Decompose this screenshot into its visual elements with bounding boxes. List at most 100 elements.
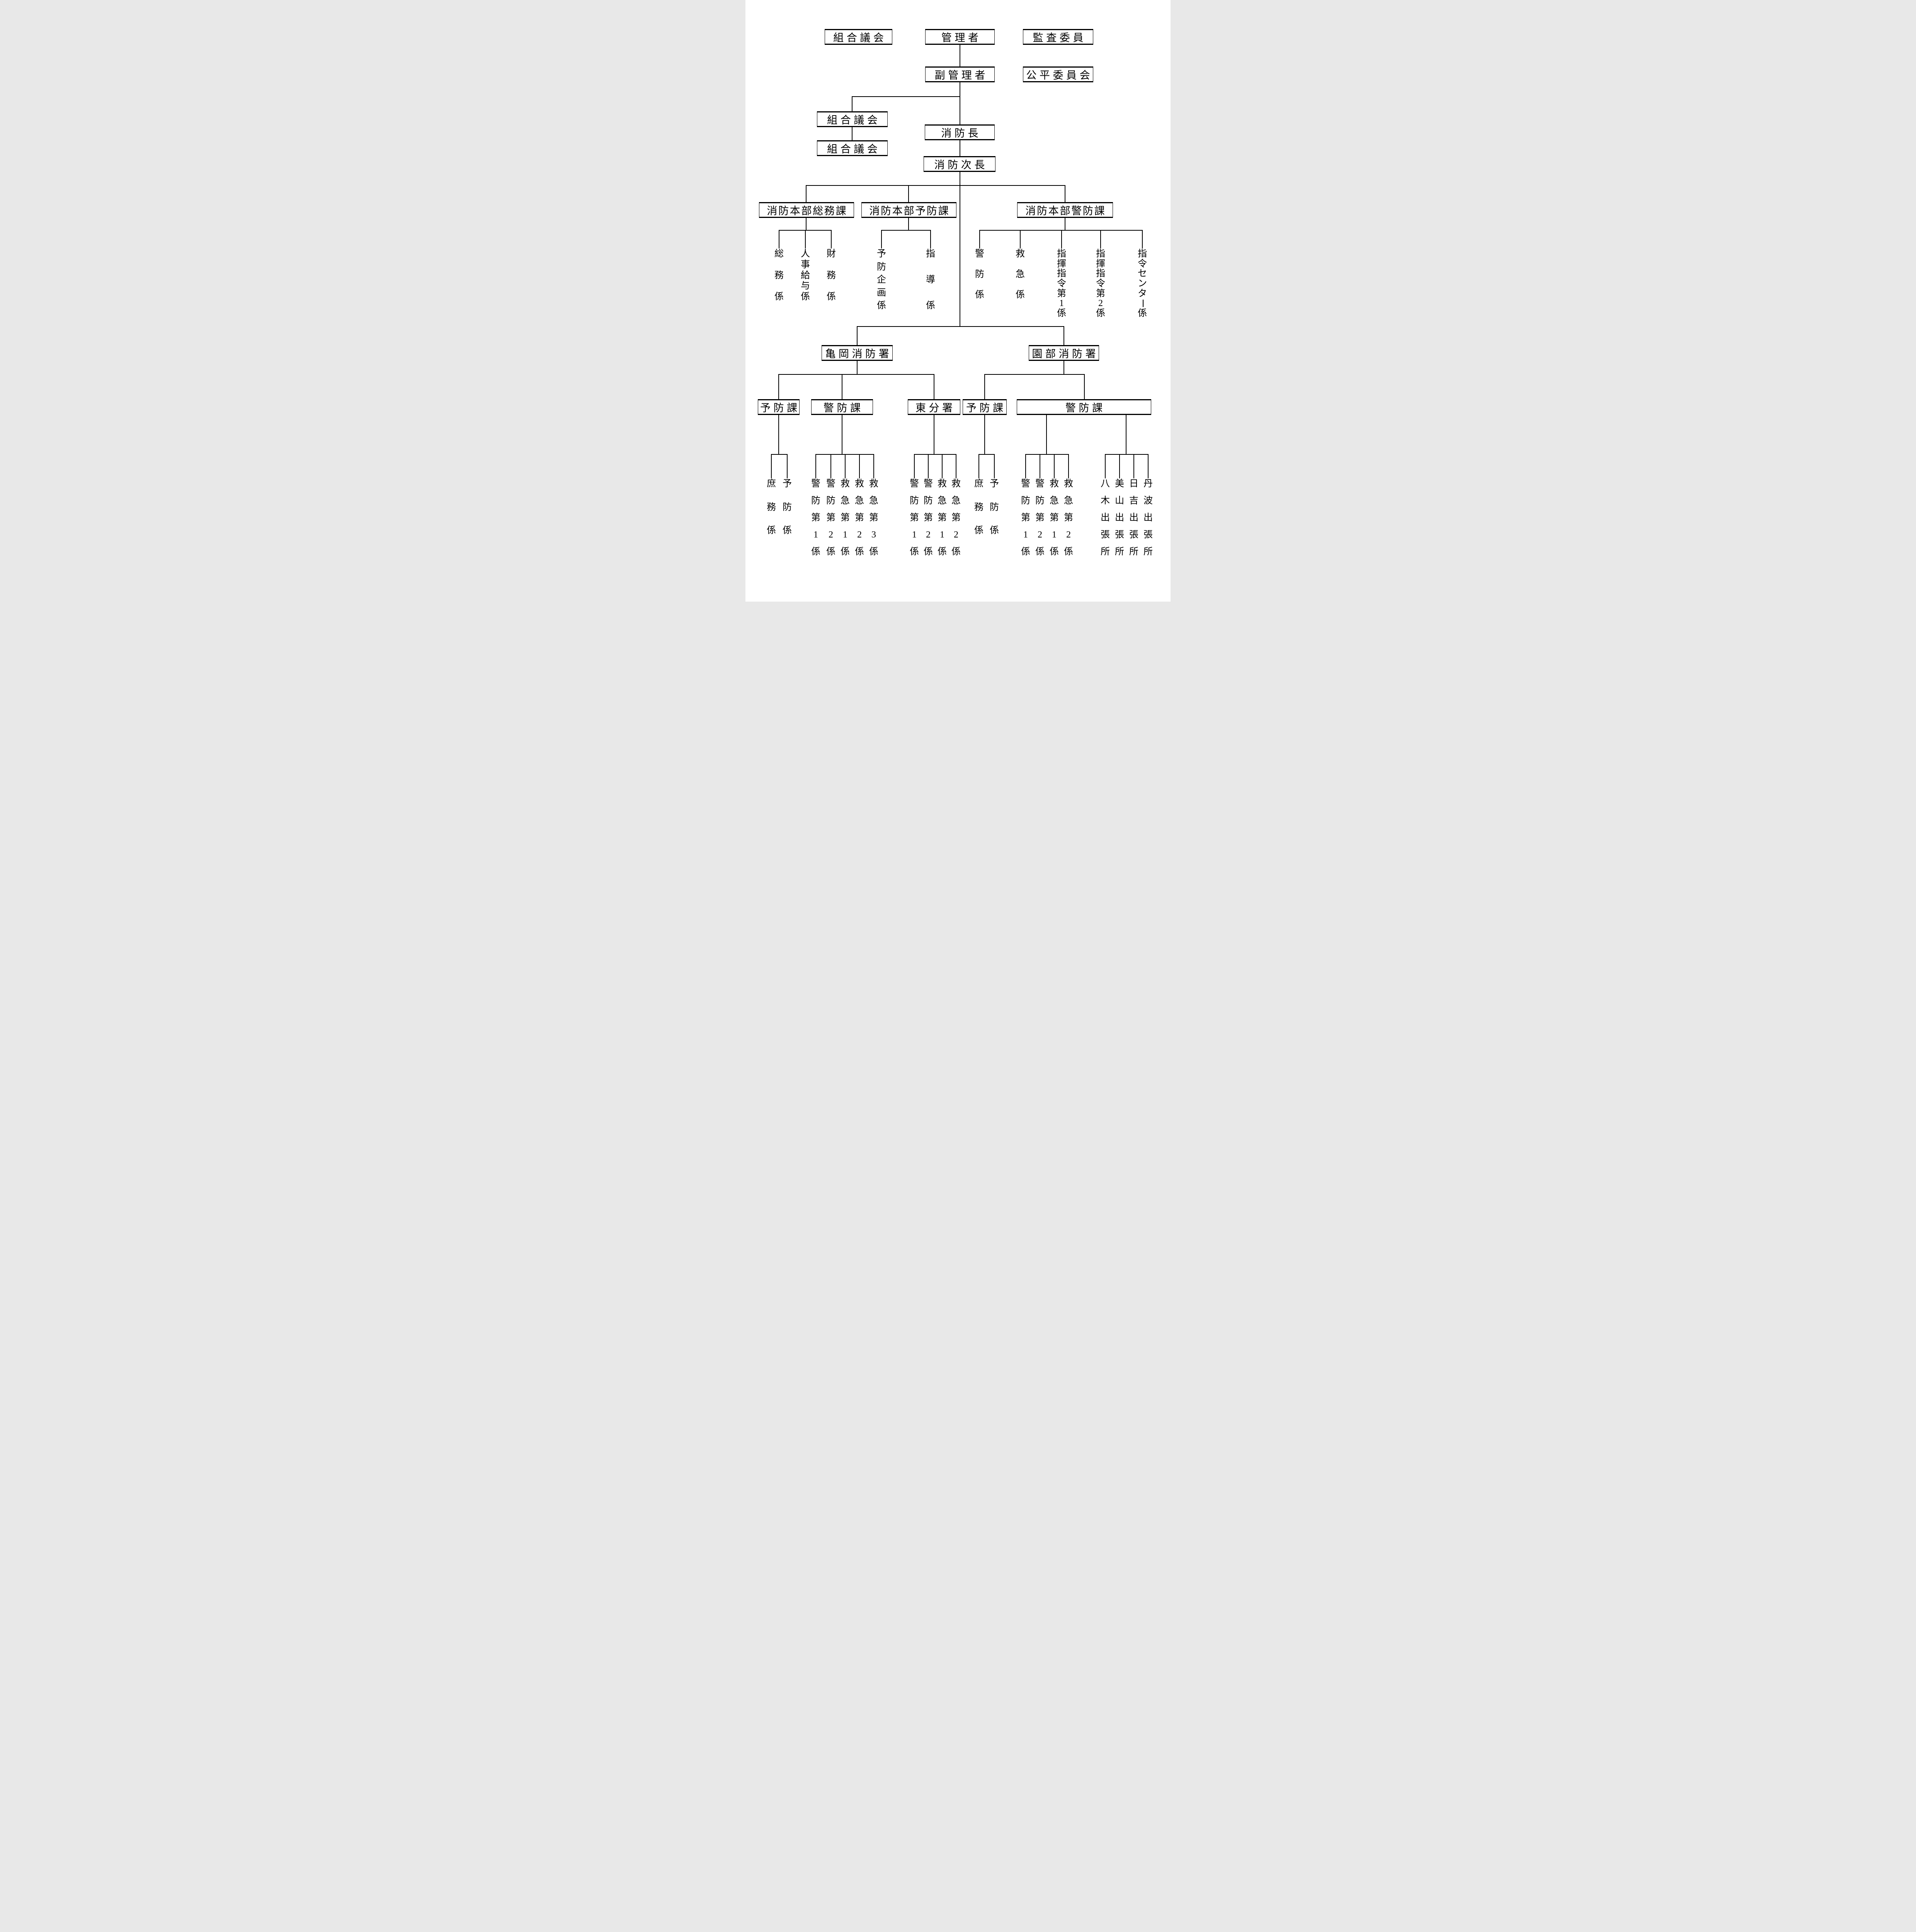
vertical-char: 警 — [1021, 479, 1030, 489]
union-council-3: 組合議会 — [817, 140, 888, 156]
general-affairs-unit: 総務係 — [773, 249, 785, 301]
vertical-char: 給 — [801, 270, 810, 281]
connector-line — [873, 455, 874, 478]
miyama-branch-office: 美山出張所 — [1113, 479, 1126, 556]
vertical-char: 防 — [910, 496, 919, 506]
vertical-char: 警 — [924, 479, 933, 489]
vertical-char: 張 — [1129, 530, 1138, 540]
vertical-char: 張 — [1115, 530, 1124, 540]
connector-line — [984, 374, 985, 399]
vertical-char: ン — [1138, 278, 1147, 289]
ambulance-unit: 救急係 — [1014, 249, 1026, 299]
vertical-char: 出 — [1129, 513, 1138, 523]
vertical-char: 係 — [826, 547, 835, 557]
vertical-char: 警 — [910, 479, 919, 489]
fire-chief: 消防長 — [925, 124, 995, 140]
vertical-char: 美 — [1115, 479, 1124, 489]
kameoka-defense-section: 警防課 — [811, 399, 873, 415]
vertical-char: 出 — [1101, 513, 1110, 523]
vertical-char: 予 — [783, 479, 792, 489]
finance-unit: 財務係 — [825, 249, 837, 301]
vertical-char: 救 — [855, 479, 864, 489]
vertical-char: 財 — [827, 249, 836, 259]
connector-line — [771, 454, 788, 455]
kameoka-general-unit: 庶務係 — [765, 479, 778, 535]
vertical-char: 令 — [1138, 259, 1147, 269]
vertical-char: 所 — [1143, 547, 1153, 557]
kameoka-prevention-unit: 予防係 — [781, 479, 793, 535]
tanba-branch-office: 丹波出張所 — [1142, 479, 1154, 556]
vertical-char: 波 — [1143, 496, 1153, 506]
connector-line — [1063, 327, 1064, 345]
vertical-char: 指 — [1096, 249, 1105, 259]
vertical-char: 係 — [1057, 308, 1066, 318]
vertical-char: 令 — [1096, 278, 1105, 289]
vertical-char: 係 — [924, 547, 933, 557]
vertical-char: 救 — [1050, 479, 1059, 489]
vertical-char: 日 — [1129, 479, 1138, 489]
connector-line — [815, 454, 874, 455]
vertical-char: 防 — [924, 496, 933, 506]
prevention-planning-unit: 予防企画係 — [875, 249, 888, 310]
vertical-char: 防 — [783, 502, 792, 512]
vertical-char: タ — [1138, 288, 1147, 299]
connector-line — [1100, 231, 1101, 248]
vertical-char: 係 — [974, 526, 984, 536]
vertical-char: 係 — [767, 526, 776, 536]
vertical-char: 係 — [975, 290, 984, 300]
vertical-char: 係 — [1035, 547, 1045, 557]
connector-line — [979, 231, 980, 248]
vertical-char: 企 — [877, 275, 886, 285]
vertical-char: 防 — [877, 262, 886, 272]
yagi-branch-office: 八木出張所 — [1099, 479, 1111, 556]
connector-line — [778, 374, 934, 375]
connector-line — [1061, 231, 1062, 248]
vertical-char: 急 — [855, 496, 864, 506]
vertical-char: 第 — [1050, 513, 1059, 523]
sonobe-general-unit: 庶務係 — [973, 479, 985, 535]
higashi-branch-station: 東分署 — [908, 399, 960, 415]
vertical-char: 防 — [1035, 496, 1045, 506]
connector-line — [930, 231, 931, 248]
vertical-char: 指 — [926, 249, 935, 259]
vertical-char: 係 — [877, 301, 886, 311]
vertical-char: 2 — [1038, 530, 1042, 540]
connector-line — [908, 185, 909, 202]
vertical-char: 所 — [1101, 547, 1110, 557]
vertical-char: 係 — [910, 547, 919, 557]
vertical-char: 人 — [801, 249, 810, 259]
vertical-char: 第 — [924, 513, 933, 523]
vertical-char: 急 — [951, 496, 961, 506]
vertical-char: 指 — [1138, 249, 1147, 259]
vertical-char: 第 — [1057, 288, 1066, 299]
hiyoshi-branch-office: 日吉出張所 — [1128, 479, 1140, 556]
vertical-char: 係 — [951, 547, 961, 557]
vertical-char: 張 — [1101, 530, 1110, 540]
vertical-char: 係 — [774, 292, 784, 302]
vertical-char: 張 — [1143, 530, 1153, 540]
connector-line — [984, 415, 985, 454]
vertical-char: 第 — [1021, 513, 1030, 523]
kameoka-fire-station: 亀岡消防署 — [822, 345, 893, 361]
vertical-char: 第 — [841, 513, 850, 523]
vertical-char: 急 — [1064, 496, 1073, 506]
vertical-char: 防 — [990, 502, 999, 512]
connector-line — [1025, 455, 1026, 478]
connector-line — [978, 454, 995, 455]
vertical-char: 吉 — [1129, 496, 1138, 506]
sonobe-defense-section: 警防課 — [1017, 399, 1151, 415]
vertical-char: 防 — [826, 496, 835, 506]
connector-line — [1063, 361, 1064, 374]
administrator: 管理者 — [925, 29, 995, 45]
deputy-fire-chief: 消防次長 — [924, 156, 995, 172]
vertical-char: 急 — [1016, 269, 1025, 279]
vertical-char: 係 — [990, 526, 999, 536]
